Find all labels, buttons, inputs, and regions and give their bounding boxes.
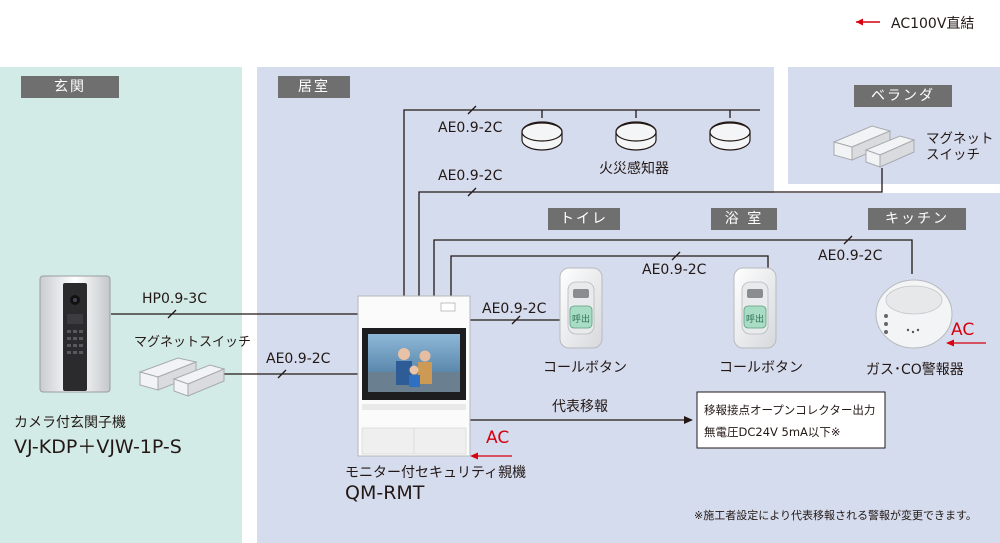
- fire-alarm-label: 火災感知器: [599, 161, 669, 177]
- wire-magnet-tick: [277, 369, 287, 379]
- veranda-zone-gap-bottom: [774, 184, 1000, 193]
- cable-veranda-label: AE0.9-2C: [438, 168, 503, 184]
- cable-toilet-label: AE0.9-2C: [482, 301, 547, 317]
- magnet-switch-veranda-graphic: [832, 125, 916, 168]
- entrance-tag: 玄関: [21, 76, 119, 98]
- cable-hp-label: HP0.9-3C: [142, 291, 207, 307]
- gas-co-alarm-label: ガス･CO警報器: [866, 362, 964, 378]
- call-button-bath-graphic: [733, 267, 777, 349]
- ac-gas-arrowhead: [946, 339, 954, 347]
- relay-label: 代表移報: [552, 399, 608, 415]
- door-station-graphic: [39, 275, 111, 393]
- ac-monitor-label: AC: [486, 428, 510, 448]
- output-box-line1: 移報接点オープンコレクター出力: [704, 403, 876, 417]
- magnet-switch-veranda-label-1: マグネット: [926, 131, 994, 147]
- legend-ac-arrowhead: [856, 18, 863, 26]
- toilet-tag: トイレ: [548, 208, 620, 230]
- magnet-switch-entrance-graphic: [138, 357, 226, 397]
- wire-bath-tick: [671, 251, 681, 261]
- wire-kitchen-tick: [843, 235, 853, 245]
- monitor-model: QM-RMT: [345, 482, 425, 504]
- gas-co-alarm-graphic: [875, 279, 953, 349]
- bath-tag: 浴 室: [711, 208, 777, 230]
- cable-bath-label: AE0.9-2C: [642, 262, 707, 278]
- wire-fire-tick: [467, 105, 477, 115]
- cable-fire-label: AE0.9-2C: [438, 120, 503, 136]
- wire-hp-tick: [167, 309, 177, 319]
- monitor-caption: モニター付セキュリティ親機: [345, 465, 527, 481]
- door-station-caption: カメラ付玄関子機: [14, 415, 126, 431]
- magnet-switch-entrance-label: マグネットスイッチ: [134, 335, 252, 350]
- ac-gas-label: AC: [951, 320, 975, 340]
- magnet-switch-veranda-label-2: スイッチ: [926, 147, 980, 163]
- call-button-toilet-label: コールボタン: [543, 360, 627, 376]
- kitchen-tag: キッチン: [868, 208, 966, 230]
- fire-detectors-graphic: [521, 121, 751, 151]
- call-button-toilet-face: 呼出: [572, 315, 591, 325]
- call-button-toilet-graphic: [559, 267, 603, 349]
- footnote: ※施工者設定により代表移報される警報が変更できます。: [694, 509, 977, 522]
- wire-fire: [403, 109, 760, 296]
- wire-toilet-tick: [511, 315, 521, 325]
- wire-veranda-tick: [467, 187, 477, 197]
- output-box-line2: 無電圧DC24V 5mA以下※: [704, 425, 841, 439]
- door-station-model: VJ-KDP＋VJW-1P-S: [14, 436, 182, 458]
- monitor-unit-graphic: [357, 295, 471, 457]
- veranda-zone-gap: [774, 67, 788, 193]
- living-tag: 居室: [278, 76, 350, 98]
- output-arrowhead: [684, 416, 693, 424]
- wire-kitchen: [433, 239, 913, 296]
- call-button-bath-face: 呼出: [746, 315, 765, 325]
- cable-kitchen-label: AE0.9-2C: [818, 248, 883, 264]
- legend-ac-label: AC100V直結: [891, 16, 975, 32]
- output-box: [696, 391, 886, 449]
- ac-monitor-arrowhead: [470, 452, 478, 460]
- call-button-bath-label: コールボタン: [719, 360, 803, 376]
- veranda-tag: ベランダ: [854, 85, 952, 107]
- wire-veranda: [418, 168, 883, 296]
- cable-magnet-label: AE0.9-2C: [266, 351, 331, 367]
- wire-bath: [450, 255, 769, 296]
